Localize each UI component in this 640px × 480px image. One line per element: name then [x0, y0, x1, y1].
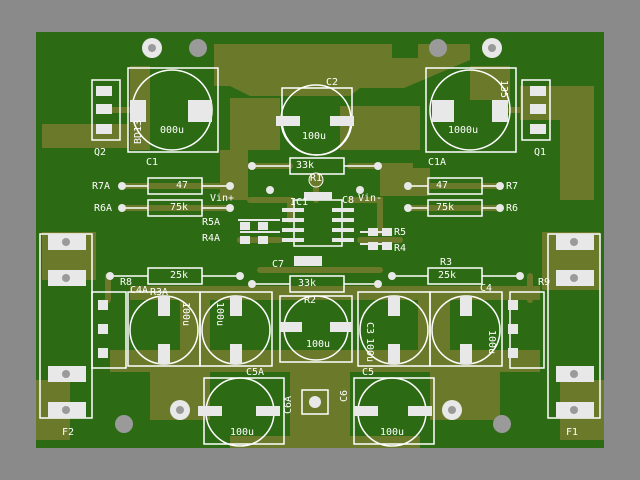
label-r7a: R7A	[92, 181, 111, 192]
label-r4: R4	[394, 243, 407, 254]
label-q1: Q1	[534, 147, 547, 158]
fuse-holder-f1	[547, 233, 601, 419]
label-c2-value: 100u	[302, 131, 327, 142]
connector-right	[508, 291, 545, 369]
label-r1-value: 33k	[296, 160, 315, 171]
label-c1-value: 000u	[160, 125, 185, 136]
label-r9: R9	[538, 277, 551, 288]
resistor-leads	[110, 165, 520, 285]
label-c1: C1	[146, 157, 159, 168]
resistor-pads	[106, 162, 524, 288]
label-r7-value: 47	[436, 180, 449, 191]
test-pad	[301, 389, 329, 415]
mounting-holes	[115, 38, 511, 433]
label-r7: R7	[506, 181, 519, 192]
label-c4a-value: 100u	[180, 302, 191, 327]
cap-c8-pads	[304, 192, 332, 200]
smd-pads	[240, 222, 392, 250]
label-c6: C6	[339, 389, 350, 402]
via	[308, 172, 324, 188]
label-c1a: C1A	[428, 157, 447, 168]
label-q2-part: BD13	[133, 119, 144, 144]
label-r2-value: 33k	[298, 278, 317, 289]
label-r3a-value: 25k	[170, 270, 189, 281]
label-c4a: C4A	[130, 285, 149, 296]
label-vin-minus: Vin-	[358, 193, 383, 204]
label-r6: R6	[506, 203, 519, 214]
label-vin-plus: Vin+	[210, 193, 235, 204]
label-r6a: R6A	[94, 203, 113, 214]
label-r5: R5	[394, 227, 407, 238]
label-c7: C7	[272, 259, 285, 270]
label-ic1: IC1	[290, 197, 309, 208]
label-c6a: C6A	[283, 395, 294, 414]
label-c3-value-mid: 100u	[306, 339, 331, 350]
cap-row-bottom-pads	[198, 406, 432, 416]
label-r6-value: 75k	[436, 202, 455, 213]
label-r7a-value: 47	[176, 180, 189, 191]
label-r2: R2	[304, 295, 317, 306]
cap-row-mid-pads	[158, 296, 472, 364]
label-r8: R8	[120, 277, 133, 288]
label-q2: Q2	[94, 147, 107, 158]
label-c5a-value: 100u	[230, 427, 255, 438]
label-c3a-value: 100u	[214, 302, 225, 327]
label-c4: C4	[480, 283, 493, 294]
label-q1-part: 135	[498, 80, 509, 99]
label-c4-value: 100u	[486, 330, 497, 355]
transistor-q1	[521, 79, 551, 141]
label-r5a: R5A	[202, 217, 221, 228]
fuse-holder-f2	[39, 233, 93, 419]
label-r4a: R4A	[202, 233, 221, 244]
label-f1: F1	[566, 427, 579, 438]
label-c5-value: 100u	[380, 427, 405, 438]
label-r3a: R3A	[150, 287, 169, 298]
label-r3: R3	[440, 257, 453, 268]
label-c2: C2	[326, 77, 339, 88]
label-r1: R1	[310, 173, 323, 184]
label-c3: C3	[364, 322, 375, 335]
label-r6a-value: 75k	[170, 202, 189, 213]
transistor-q2	[91, 79, 121, 141]
label-c3-value: 100u	[364, 338, 375, 363]
label-c5: C5	[362, 367, 375, 378]
cap-c1a	[425, 67, 517, 153]
label-c8: C8	[342, 195, 355, 206]
cap-c7-pads	[294, 256, 322, 266]
label-c5a: C5A	[246, 367, 265, 378]
label-r3-value: 25k	[438, 270, 457, 281]
ic1-package	[282, 199, 354, 247]
label-f2: F2	[62, 427, 75, 438]
label-c1a-value: 1000u	[448, 125, 479, 136]
